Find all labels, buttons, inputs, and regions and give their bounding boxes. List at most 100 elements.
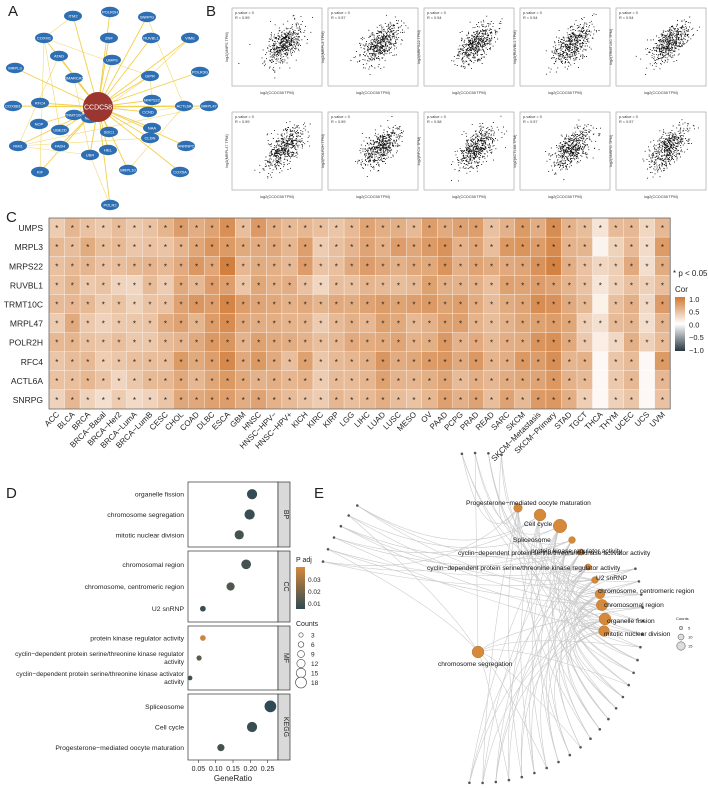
significance-star: *: [614, 281, 617, 290]
significance-star: *: [350, 281, 353, 290]
gene-dot: [589, 737, 592, 740]
significance-star: *: [583, 224, 586, 233]
significance-star: *: [428, 320, 431, 329]
significance-star: *: [568, 243, 571, 252]
r-value-label: R = 0.58: [427, 120, 441, 124]
significance-note: * p < 0.05: [673, 269, 708, 278]
significance-star: *: [257, 224, 260, 233]
significance-star: *: [148, 224, 151, 233]
network-link: [477, 640, 641, 653]
significance-star: *: [552, 377, 555, 386]
significance-star: *: [366, 262, 369, 271]
significance-star: *: [552, 243, 555, 252]
significance-star: *: [475, 224, 478, 233]
significance-star: *: [242, 377, 245, 386]
gene-node-shape: [81, 149, 99, 161]
significance-star: *: [71, 224, 74, 233]
significance-star: *: [443, 377, 446, 386]
p-value-label: p-value = 0: [331, 115, 350, 119]
counts-tick: 15: [311, 671, 319, 678]
significance-star: *: [381, 224, 384, 233]
significance-star: *: [304, 396, 307, 405]
plot-frame: [423, 111, 515, 191]
significance-star: *: [412, 339, 415, 348]
gene-node: VIME: [181, 32, 199, 44]
significance-star: *: [459, 224, 462, 233]
significance-star: *: [443, 262, 446, 271]
term-label: organelle fission: [135, 492, 184, 499]
significance-star: *: [335, 262, 338, 271]
significance-star: *: [443, 300, 446, 309]
significance-star: *: [117, 358, 120, 367]
significance-star: *: [381, 300, 384, 309]
x-axis-label: log2(CCDC58 TPM): [452, 91, 487, 95]
significance-star: *: [645, 320, 648, 329]
significance-star: *: [86, 262, 89, 271]
gene-node: MRPS22: [143, 94, 161, 106]
significance-star: *: [412, 243, 415, 252]
network-link: [517, 507, 617, 709]
gene-node-label: RUVBL1: [143, 36, 159, 41]
network-link: [520, 579, 596, 778]
column-label: UCS: [633, 410, 651, 428]
network-link: [469, 604, 603, 783]
significance-star: *: [71, 300, 74, 309]
network-edge: [72, 15, 99, 108]
term-label: U2 snRNP: [152, 606, 185, 613]
row-label: TRMT10C: [4, 299, 43, 309]
significance-star: *: [55, 320, 58, 329]
x-axis-label: log2(CCDC58 TPM): [260, 195, 295, 199]
significance-star: *: [366, 339, 369, 348]
significance-star: *: [506, 339, 509, 348]
r-value-label: R = 0.57: [619, 120, 633, 124]
gene-node-label: ZNF: [105, 36, 113, 41]
significance-star: *: [397, 262, 400, 271]
gene-node-shape: [100, 32, 118, 44]
term-dot: [244, 509, 255, 520]
network-link: [517, 507, 634, 674]
significance-star: *: [583, 339, 586, 348]
significance-star: *: [117, 262, 120, 271]
significance-star: *: [257, 339, 260, 348]
term-label: mitotic nuclear division: [604, 631, 671, 638]
significance-star: *: [552, 339, 555, 348]
significance-star: *: [428, 224, 431, 233]
gene-dot: [494, 780, 498, 784]
significance-star: *: [288, 377, 291, 386]
significance-star: *: [226, 243, 229, 252]
network-link: [333, 537, 582, 566]
x-axis-label: log2(CCDC58 TPM): [356, 195, 391, 199]
gene-dot: [607, 717, 610, 721]
significance-star: *: [304, 262, 307, 271]
significance-star: *: [537, 243, 540, 252]
gene-node: COX5A: [171, 166, 189, 178]
significance-star: *: [552, 358, 555, 367]
gene-node-label: HNRNPC: [177, 144, 194, 149]
gene-node: RFC4: [31, 97, 49, 109]
gene-node-label: FADH: [55, 144, 66, 149]
gene-node-label: MRPS22: [144, 98, 161, 103]
gene-node-label: NOP: [35, 122, 44, 127]
gene-node-label: UMPS: [106, 58, 118, 63]
row-label: ACTL6A: [11, 376, 43, 386]
significance-star: *: [226, 281, 229, 290]
gene-node-shape: [171, 166, 189, 178]
facet-frame: [187, 693, 279, 761]
significance-star: *: [630, 377, 633, 386]
x-axis-title: GeneRatio: [214, 774, 253, 783]
significance-star: *: [428, 300, 431, 309]
significance-star: *: [459, 243, 462, 252]
p-value-label: p-value = 0: [523, 115, 542, 119]
significance-star: *: [568, 224, 571, 233]
significance-star: *: [102, 339, 105, 348]
y-axis-label: log2(UMPS TPM): [225, 31, 229, 61]
legend-tick: 5: [688, 626, 691, 631]
significance-star: *: [335, 300, 338, 309]
significance-star: *: [490, 224, 493, 233]
significance-star: *: [443, 281, 446, 290]
gene-node-label: ACTL6A: [176, 104, 191, 109]
gene-node-shape: [99, 144, 117, 156]
